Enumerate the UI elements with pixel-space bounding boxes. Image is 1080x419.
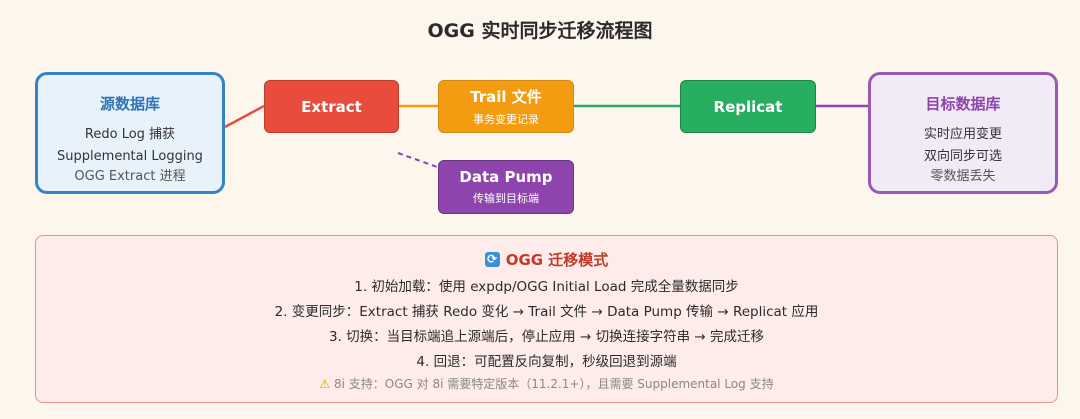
support-note-text: 8i 支持：OGG 对 8i 需要特定版本（11.2.1+），且需要 Suppl… [334,377,774,391]
migration-modes-panel: ⟳ OGG 迁移模式 1. 初始加载：使用 expdp/OGG Initial … [35,235,1058,403]
data-pump-node: Data Pump 传输到目标端 [438,160,574,214]
trail-file-node: Trail 文件 事务变更记录 [438,80,574,133]
step-change-sync: 2. 变更同步：Extract 捕获 Redo 变化 → Trail 文件 → … [274,304,819,320]
replicat-node: Replicat [680,80,816,133]
support-note: ⚠ 8i 支持：OGG 对 8i 需要特定版本（11.2.1+），且需要 Sup… [36,375,1057,392]
target-database-box: 目标数据库 实时应用变更 双向同步可选 零数据丢失 [868,72,1058,194]
step-initial-load: 1. 初始加载：使用 expdp/OGG Initial Load 完成全量数据… [354,279,739,295]
migration-modes-heading: OGG 迁移模式 [505,251,609,269]
extract-node: Extract [264,80,399,133]
warning-icon: ⚠ [319,377,331,391]
connector-source-extract [224,104,265,129]
sync-icon: ⟳ [484,252,500,267]
replicat-label: Replicat [713,97,783,116]
trail-sublabel: 事务变更记录 [473,113,539,126]
connector-extract-pump [397,152,441,169]
source-line-supplemental: Supplemental Logging [57,149,203,164]
source-line-extract-process: OGG Extract 进程 [74,169,186,184]
source-line-redo: Redo Log 捕获 [84,127,176,142]
pump-label: Data Pump [459,168,553,186]
source-database-box: 源数据库 Redo Log 捕获 Supplemental Logging OG… [35,72,225,194]
source-database-heading: 源数据库 [99,95,160,113]
target-line-zero-loss: 零数据丢失 [930,169,996,184]
trail-label: Trail 文件 [470,88,542,106]
diagram-title: OGG 实时同步迁移流程图 [427,20,653,42]
step-switchover: 3. 切换：当目标端追上源端后，停止应用 → 切换连接字符串 → 完成迁移 [329,329,764,345]
migration-modes-header: ⟳ OGG 迁移模式 [36,249,1057,270]
target-database-heading: 目标数据库 [925,95,1001,113]
step-fallback: 4. 回退：可配置反向复制，秒级回退到源端 [416,354,677,370]
migration-steps: 1. 初始加载：使用 expdp/OGG Initial Load 完成全量数据… [36,276,1057,373]
pump-sublabel: 传输到目标端 [473,192,539,205]
target-line-bidirectional: 双向同步可选 [923,149,1002,164]
extract-label: Extract [301,97,362,116]
target-line-apply: 实时应用变更 [923,127,1002,142]
